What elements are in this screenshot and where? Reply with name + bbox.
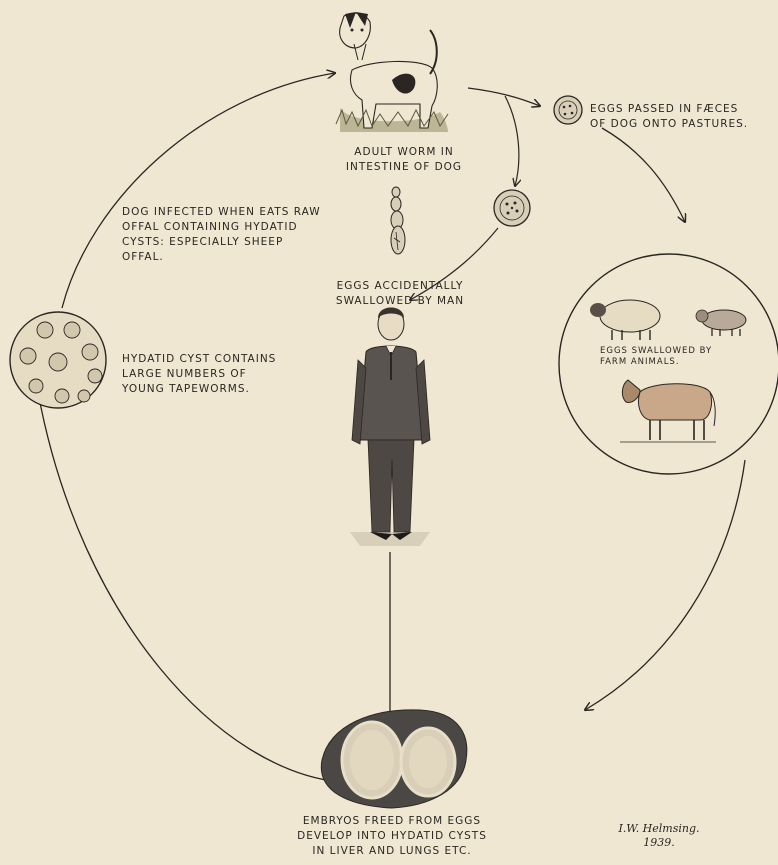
label-farm-animals: EGGS SWALLOWED BY FARM ANIMALS. xyxy=(600,346,730,368)
label-embryos: EMBRYOS FREED FROM EGGS DEVELOP INTO HYD… xyxy=(278,814,506,859)
label-hydatid-cyst: HYDATID CYST CONTAINS LARGE NUMBERS OF Y… xyxy=(122,352,322,397)
artist-name: I.W. Helmsing. xyxy=(604,822,714,836)
arrow-farm-animals-to-liver xyxy=(585,460,745,710)
tapeworm-illustration xyxy=(391,187,405,254)
arrow-eggs-to-farm-animals xyxy=(602,128,685,222)
label-eggs-swallowed-by-man: EGGS ACCIDENTALLY SWALLOWED BY MAN xyxy=(320,279,480,309)
cow-illustration xyxy=(620,380,716,442)
pig-illustration xyxy=(696,310,746,336)
arrow-liver-to-cyst xyxy=(38,392,340,782)
hydatid-cyst-illustration xyxy=(10,312,106,408)
man-illustration xyxy=(350,308,430,547)
arrow-dog-to-man-egg xyxy=(505,96,519,186)
arrow-dog-to-eggs xyxy=(468,88,540,106)
label-adult-worm: ADULT WORM IN INTESTINE OF DOG xyxy=(334,145,474,175)
egg-in-faeces xyxy=(554,96,582,124)
label-eggs-passed: EGGS PASSED IN FÆCES OF DOG ONTO PASTURE… xyxy=(590,102,776,132)
liver-with-cysts-illustration xyxy=(321,710,467,808)
label-dog-infected: DOG INFECTED WHEN EATS RAW OFFAL CONTAIN… xyxy=(122,205,372,265)
artist-year: 1939. xyxy=(604,836,714,850)
sheep-illustration xyxy=(590,300,660,340)
artist-signature: I.W. Helmsing. 1939. xyxy=(604,822,714,850)
egg-swallowed-by-man xyxy=(494,190,530,226)
arrow-cyst-to-dog xyxy=(62,73,335,308)
dog-illustration xyxy=(336,12,448,132)
